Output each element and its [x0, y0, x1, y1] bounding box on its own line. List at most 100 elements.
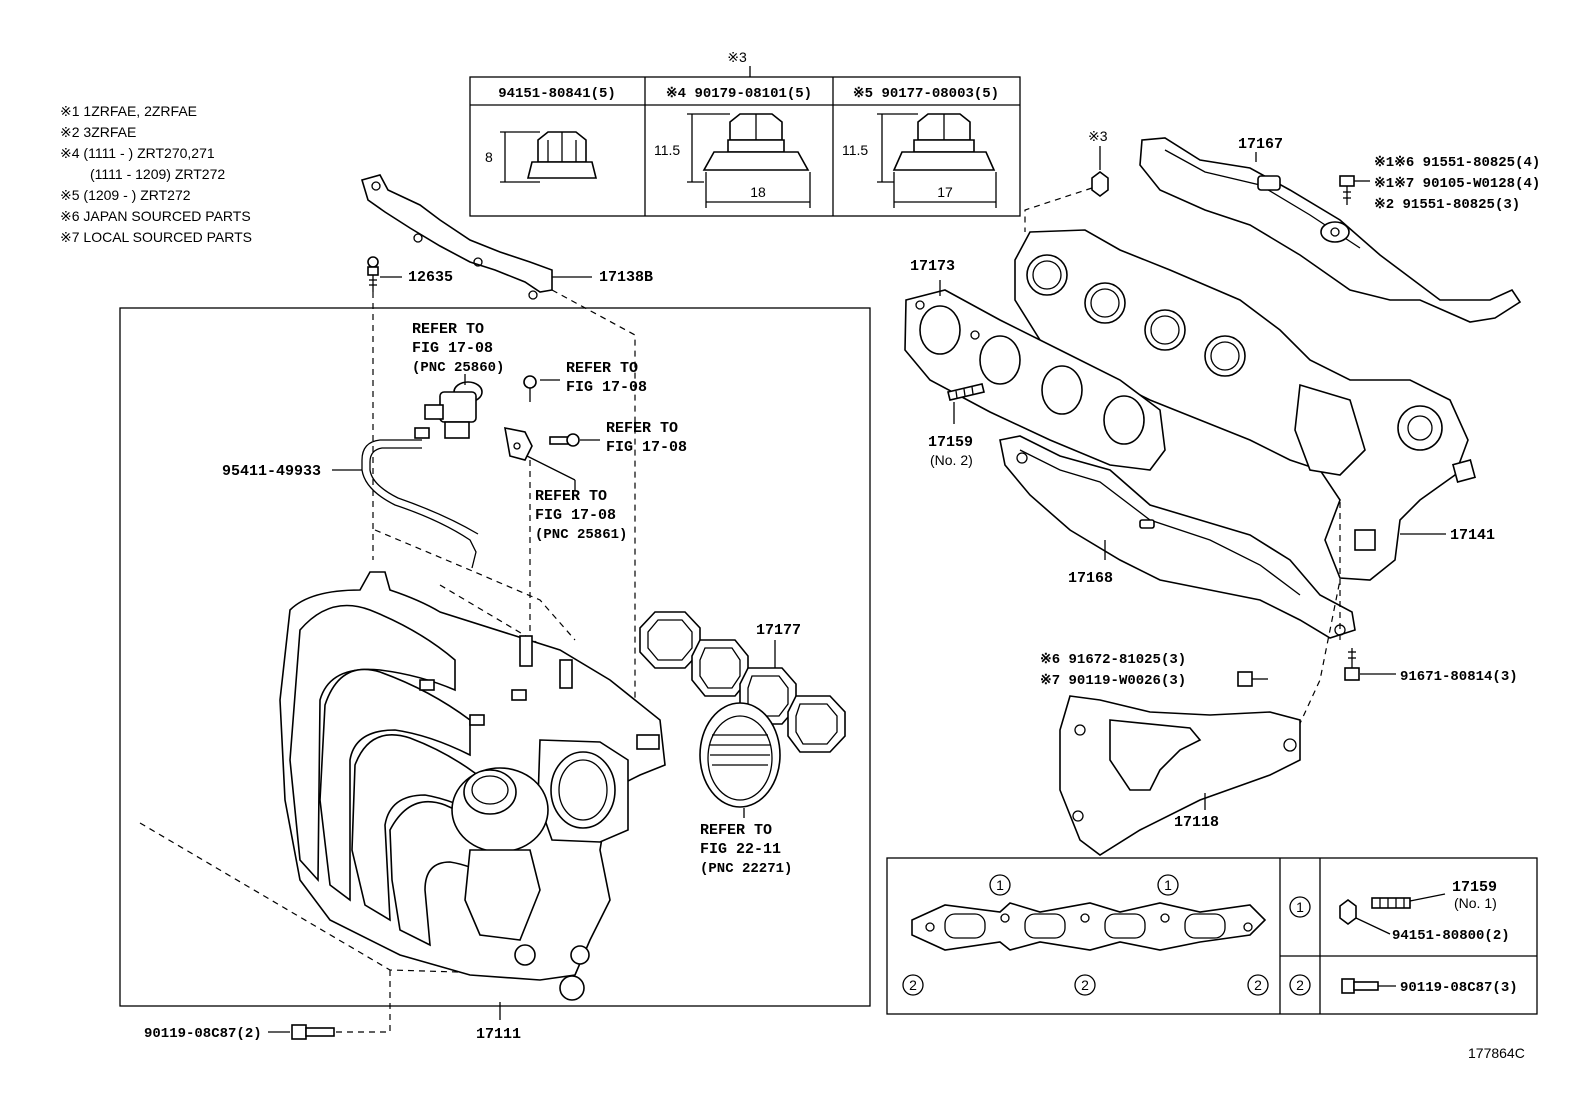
callout-2a-text: 2: [909, 977, 917, 993]
throttle-gasket: [699, 702, 781, 808]
label-17167: 17167: [1238, 136, 1283, 153]
gasket-table: 1 1 2 2 2 1 2 17159 (No. 1) 94151-80800(…: [886, 857, 1538, 1015]
bolt-91551-top: [1339, 175, 1355, 205]
label-90119-box: 90119-08C87(3): [1400, 980, 1518, 996]
label-17118: 17118: [1174, 814, 1219, 831]
label-17159-no1-sub: (No. 1): [1454, 895, 1497, 911]
callout-circle-1a: [989, 874, 1011, 896]
bolt-right-line1: ※1※6 91551-80825(4): [1374, 155, 1540, 171]
label-90119-left: 90119-08C87(2): [144, 1026, 262, 1042]
nut-1-height: 8: [485, 149, 493, 165]
callout-circle-1b: [1157, 874, 1179, 896]
label-17173: 17173: [910, 258, 955, 275]
refer1-line2: FIG 17-08: [412, 340, 493, 357]
bracket-17118: [1059, 695, 1301, 856]
label-17177: 17177: [756, 622, 801, 639]
note-2: ※2 3ZRFAE: [60, 124, 136, 140]
key-2-text: 2: [1296, 977, 1304, 993]
nut-94151-80800: [1339, 899, 1357, 925]
bracket-17138b: [360, 174, 553, 300]
vsv-bracket: [504, 426, 533, 461]
nut-table: ※3 94151-80841(5) ※4 90179-08101(5) ※5 9…: [469, 49, 1021, 217]
refer5-line2: FIG 22-11: [700, 841, 781, 858]
callout-1b-text: 1: [1164, 877, 1172, 893]
label-90119-w: ※7 90119-W0026(3): [1040, 673, 1186, 689]
label-94151-80800: 94151-80800(2): [1392, 928, 1510, 944]
nut-col-3-header: ※5 90177-08003(5): [853, 86, 999, 102]
note-5: ※5 (1209 - ) ZRT272: [60, 187, 191, 203]
note-7: ※7 LOCAL SOURCED PARTS: [60, 229, 252, 245]
stud-17159-no2: [947, 383, 985, 401]
bolt-90119-box: [1341, 978, 1379, 994]
nut-2-height: 11.5: [654, 142, 680, 158]
key-1-text: 1: [1296, 899, 1304, 915]
gasket-17177: [639, 611, 846, 753]
refer4-line1: REFER TO: [535, 488, 607, 505]
refer1-line1: REFER TO: [412, 321, 484, 338]
notes-block: ※1 1ZRFAE, 2ZRFAE ※2 3ZRFAE ※4 (1111 - )…: [60, 103, 252, 245]
refer4-line3: (PNC 25861): [535, 527, 627, 543]
note-4b: (1111 - 1209) ZRT272: [90, 166, 225, 182]
label-17141: 17141: [1450, 527, 1495, 544]
nut-3-width: 17: [937, 184, 953, 200]
hose-95411: [361, 439, 477, 569]
callout-2b-text: 2: [1081, 977, 1089, 993]
label-91672: ※6 91672-81025(3): [1040, 652, 1186, 668]
callout-circle-2a: [902, 974, 924, 996]
callout-circle-2b: [1074, 974, 1096, 996]
nut-icon-1: [526, 131, 598, 179]
heat-insulator-17167: [1139, 137, 1522, 323]
label-marker3-right: ※3: [1088, 128, 1108, 144]
bolt-90119-left: [291, 1024, 335, 1040]
nut-table-marker: ※3: [727, 49, 747, 65]
label-17159-no1: 17159: [1452, 879, 1497, 896]
label-12635: 12635: [408, 269, 453, 286]
refer3-line2: FIG 17-08: [606, 439, 687, 456]
refer5-line1: REFER TO: [700, 822, 772, 839]
label-17168: 17168: [1068, 570, 1113, 587]
bolt-vsv-side: [549, 433, 580, 447]
refer1-line3: (PNC 25860): [412, 360, 504, 376]
callout-circle-2c: [1247, 974, 1269, 996]
intake-manifold-17111: [279, 571, 666, 1001]
callout-1a-text: 1: [996, 877, 1004, 893]
bolt-91671: [1344, 648, 1360, 681]
nut-3-height: 11.5: [842, 142, 868, 158]
heat-insulator-17168: [999, 435, 1356, 639]
note-1: ※1 1ZRFAE, 2ZRFAE: [60, 103, 197, 119]
label-17111: 17111: [476, 1026, 521, 1043]
note-6: ※6 JAPAN SOURCED PARTS: [60, 208, 251, 224]
figure-id: 177864C: [1468, 1045, 1525, 1061]
nut-icon-2: [702, 113, 810, 171]
bolt-right-line2: ※1※7 90105-W0128(4): [1374, 176, 1540, 192]
callout-2c-text: 2: [1254, 977, 1262, 993]
label-17159-no2: 17159: [928, 434, 973, 451]
nut-2-width: 18: [750, 184, 766, 200]
bolt-91672: [1237, 671, 1268, 687]
bolt-vsv-top: [523, 375, 537, 402]
refer5-line3: (PNC 22271): [700, 861, 792, 877]
nut-col-1-header: 94151-80841(5): [498, 86, 616, 102]
key-circle-2: [1289, 974, 1311, 996]
refer3-line1: REFER TO: [606, 420, 678, 437]
label-95411: 95411-49933: [222, 463, 321, 480]
nut-col-2-header: ※4 90179-08101(5): [666, 86, 812, 102]
note-4a: ※4 (1111 - ) ZRT270,271: [60, 145, 215, 161]
stud-17159-no1: [1371, 897, 1411, 909]
nut-icon-3: [892, 113, 996, 171]
label-17138b: 17138B: [599, 269, 653, 286]
refer2-line1: REFER TO: [566, 360, 638, 377]
vsv-valve: [414, 381, 483, 439]
stud-12635: [367, 256, 379, 292]
label-17159-no2-sub: (No. 2): [930, 452, 973, 468]
refer4-line2: FIG 17-08: [535, 507, 616, 524]
nut-marker3: [1091, 171, 1109, 197]
intake-box: [119, 307, 871, 1007]
bolt-right-line3: ※2 91551-80825(3): [1374, 197, 1520, 213]
gasket-17173: [904, 289, 1166, 471]
key-circle-1: [1289, 896, 1311, 918]
refer2-line2: FIG 17-08: [566, 379, 647, 396]
label-91671: 91671-80814(3): [1400, 669, 1518, 685]
exhaust-manifold-17141: [1014, 229, 1477, 581]
